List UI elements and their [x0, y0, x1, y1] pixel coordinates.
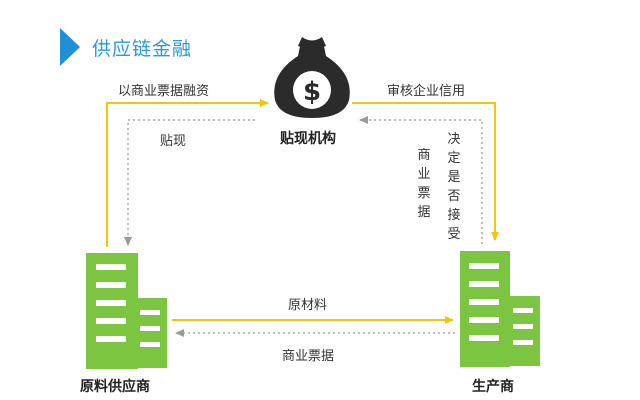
discount-label: 贴现: [160, 134, 187, 149]
producer-label: 生产商: [472, 379, 514, 395]
dollar-symbol: $: [303, 77, 321, 107]
financing-arrow: [106, 99, 269, 247]
bill-return-arrow: [359, 116, 483, 244]
financing-label: 以商业票据融资: [118, 84, 210, 99]
supplier-label: 原料供应商: [80, 379, 150, 395]
page-title: 供应链金融: [92, 38, 193, 60]
title-triangle-icon: [60, 28, 80, 66]
commercial-bill-vertical-label: 商业票据: [417, 148, 431, 220]
decide-accept-label: 决定是否接受: [447, 132, 461, 242]
discount-arrow: [124, 119, 255, 246]
credit-review-arrow: [352, 102, 499, 241]
raw-material-label: 原材料: [288, 298, 328, 313]
bank-label: 贴现机构: [280, 131, 336, 147]
commercial-bill-label: 商业票据: [282, 349, 335, 364]
credit-review-label: 审核企业信用: [387, 84, 466, 99]
